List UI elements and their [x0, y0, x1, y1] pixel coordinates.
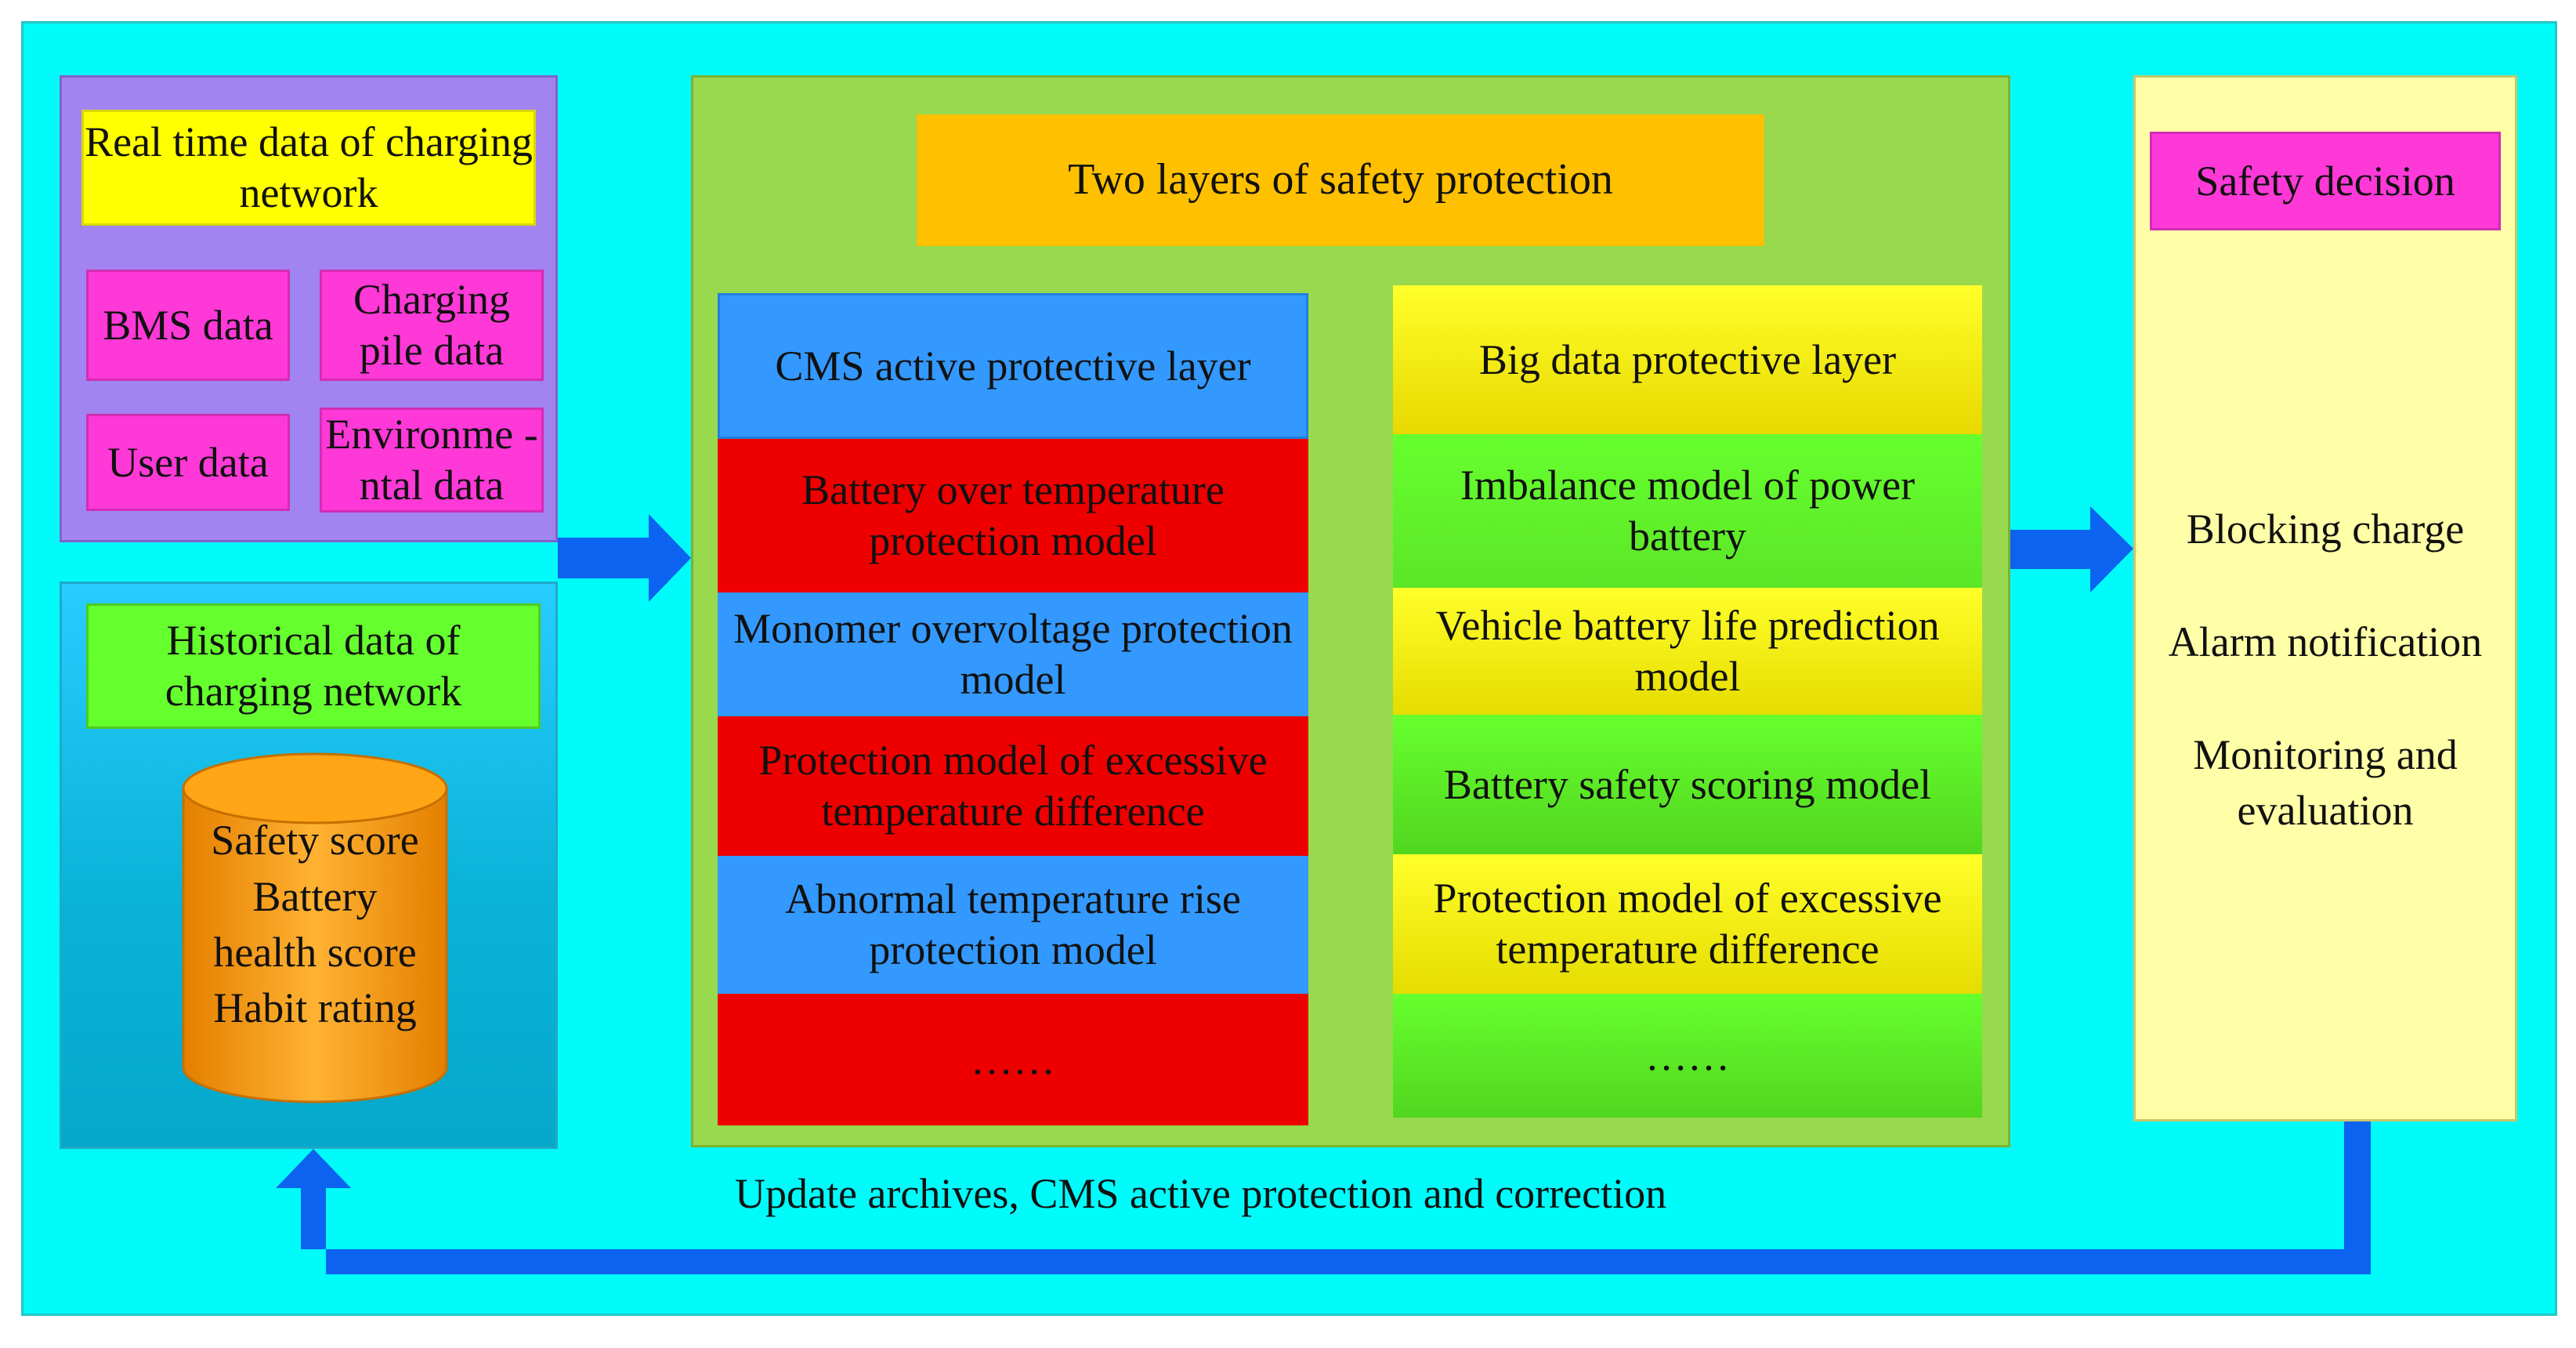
bms-data-text: BMS data — [103, 301, 273, 349]
bigdata-model-item: Vehicle battery life prediction model — [1393, 588, 1982, 715]
bigdata-model-item: Battery safety scoring model — [1393, 715, 1982, 854]
bigdata-layer-header-text: Big data protective layer — [1478, 335, 1897, 383]
historical-title: Historical data of charging network — [86, 603, 541, 729]
realtime-title-text: Real time data of charging network — [85, 118, 533, 216]
bigdata-model-text: …… — [1645, 1031, 1730, 1079]
bigdata-model-text: Battery safety scoring model — [1443, 760, 1932, 808]
decision-list: Blocking charge Alarm notification Monit… — [2133, 502, 2517, 896]
cms-model-text: Abnormal temperature rise protection mod… — [785, 875, 1241, 973]
protection-to-decision-arrow-icon — [2010, 506, 2133, 592]
protection-title: Two layers of safety protection — [917, 114, 1764, 246]
cms-model-item: Monomer overvoltage protection model — [718, 592, 1308, 716]
score-item: Safety score — [211, 817, 419, 864]
bigdata-model-item: …… — [1393, 994, 1982, 1118]
score-item: Habit rating — [213, 984, 417, 1032]
cms-model-text: Battery over temperature protection mode… — [801, 466, 1225, 564]
decision-item: Monitoring and evaluation — [2193, 730, 2458, 835]
bigdata-model-item: Imbalance model of power battery — [1393, 434, 1982, 588]
user-data-text: User data — [107, 438, 269, 486]
feedback-caption: Update archives, CMS active protection a… — [735, 1170, 1667, 1217]
bms-data-box: BMS data — [86, 270, 290, 381]
decision-item: Alarm notification — [2168, 618, 2483, 665]
bigdata-layer-header: Big data protective layer — [1393, 285, 1982, 434]
charging-pile-data-text: Charging pile data — [353, 276, 510, 374]
database-cylinder-icon — [182, 752, 448, 1103]
historical-title-text: Historical data of charging network — [165, 617, 462, 715]
bigdata-model-text: Imbalance model of power battery — [1460, 462, 1916, 560]
cms-model-item: Protection model of excessive temperatur… — [718, 716, 1308, 856]
cms-model-item: …… — [718, 994, 1308, 1125]
decision-item: Blocking charge — [2186, 506, 2465, 553]
cms-model-text: …… — [971, 1035, 1055, 1083]
feedback-loop-arrow-icon — [276, 1122, 2371, 1274]
realtime-title: Real time data of charging network — [81, 110, 536, 226]
cms-model-item: Abnormal temperature rise protection mod… — [718, 856, 1308, 994]
safety-decision-panel — [2133, 75, 2517, 1122]
protection-title-text: Two layers of safety protection — [1068, 155, 1613, 205]
bigdata-model-text: Vehicle battery life prediction model — [1435, 602, 1940, 700]
cms-model-text: Monomer overvoltage protection model — [733, 605, 1293, 703]
bigdata-model-item: Protection model of excessive temperatur… — [1393, 854, 1982, 994]
cms-model-item: Battery over temperature protection mode… — [718, 439, 1308, 592]
user-data-box: User data — [86, 414, 290, 511]
charging-pile-data-box: Charging pile data — [320, 270, 544, 381]
score-item: health score — [213, 929, 417, 976]
cms-layer-header: CMS active protective layer — [718, 293, 1308, 439]
cms-layer-header-text: CMS active protective layer — [775, 342, 1251, 390]
bigdata-model-text: Protection model of excessive temperatur… — [1433, 875, 1942, 973]
environmental-data-box: Environme -ntal data — [320, 408, 544, 513]
realtime-to-protection-arrow-icon — [558, 514, 691, 602]
cms-model-text: Protection model of excessive temperatur… — [758, 737, 1268, 835]
score-item: Battery — [252, 872, 378, 920]
safety-decision-title-text: Safety decision — [2195, 157, 2455, 205]
score-list: Safety score Battery health score Habit … — [180, 807, 450, 1042]
environmental-data-text: Environme -ntal data — [325, 411, 538, 509]
safety-decision-title: Safety decision — [2150, 132, 2501, 230]
